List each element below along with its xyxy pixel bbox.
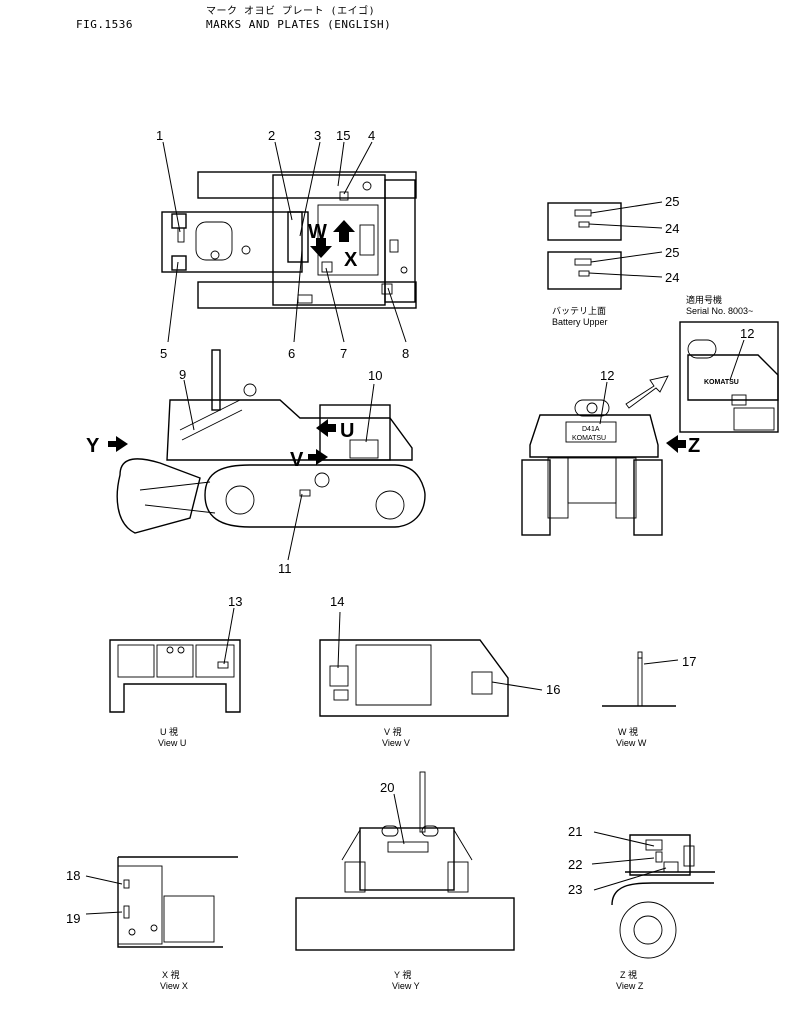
callout-25a: 25 — [665, 194, 679, 209]
view-letter-w: W — [308, 221, 327, 243]
arrow-right-icon-v — [308, 449, 328, 465]
view-letter-z: Z — [688, 435, 700, 457]
callout-12-inset: 12 — [740, 326, 754, 341]
view-z: 21 22 23 Z 視 View Z — [568, 824, 715, 991]
view-letter-y: Y — [86, 435, 100, 457]
callout-22: 22 — [568, 857, 582, 872]
view-y-jp: Y 視 — [394, 969, 411, 980]
serial-label-en: Serial No. 8003~ — [686, 306, 753, 316]
top-plan-view: W X 1 2 3 15 4 5 6 7 8 — [156, 128, 417, 361]
view-x: 18 19 X 視 View X — [66, 856, 238, 991]
view-w-en: View W — [616, 738, 647, 748]
brand-plate: KOMATSU — [572, 435, 606, 442]
callout-11: 11 — [278, 561, 292, 576]
callout-5: 5 — [160, 346, 167, 361]
arrow-right-icon-y — [108, 436, 128, 452]
view-v-en: View V — [382, 738, 410, 748]
view-u: 13 U 視 View U — [109, 594, 242, 748]
callout-15: 15 — [336, 128, 350, 143]
arrow-up-icon — [333, 220, 355, 242]
view-w: 17 W 視 View W — [602, 651, 696, 748]
view-z-en: View Z — [616, 981, 644, 991]
callout-18: 18 — [66, 868, 80, 883]
callout-10: 10 — [368, 368, 382, 383]
pointer-arrow-icon — [625, 375, 669, 409]
callout-9: 9 — [179, 367, 186, 382]
battery-upper-view: 25 24 25 24 バッテリ上面 Battery Upper — [547, 194, 679, 327]
callout-19: 19 — [66, 911, 80, 926]
battery-label-jp: バッテリ上面 — [552, 306, 606, 316]
battery-label-en: Battery Upper — [552, 317, 608, 327]
fig-label: FIG.1536 — [76, 18, 133, 31]
callout-14: 14 — [330, 594, 344, 609]
view-x-jp: X 視 — [162, 969, 180, 980]
callout-8: 8 — [402, 346, 409, 361]
callout-1: 1 — [156, 128, 163, 143]
arrow-left-icon — [666, 435, 686, 453]
callout-20: 20 — [380, 780, 394, 795]
view-v-jp: V 視 — [384, 726, 402, 737]
callout-24a: 24 — [665, 221, 679, 236]
callout-17: 17 — [682, 654, 696, 669]
callout-2: 2 — [268, 128, 275, 143]
model-plate: D41A — [582, 426, 600, 433]
view-z-jp: Z 視 — [620, 969, 637, 980]
view-letter-x: X — [344, 249, 358, 271]
callout-21: 21 — [568, 824, 582, 839]
arrow-down-icon — [310, 238, 332, 258]
serial-label-jp: 適用号機 — [686, 294, 722, 305]
callout-12-rear: 12 — [600, 368, 614, 383]
brand-plate-inset: KOMATSU — [704, 379, 739, 386]
callout-4: 4 — [368, 128, 375, 143]
view-y: 20 Y 視 View Y — [295, 771, 515, 991]
arrow-left-icon-u — [316, 419, 336, 437]
view-u-en: View U — [158, 738, 186, 748]
callout-13: 13 — [228, 594, 242, 609]
view-u-jp: U 視 — [160, 726, 178, 737]
view-x-en: View X — [160, 981, 188, 991]
view-v: 14 16 V 視 View V — [319, 594, 560, 748]
view-letter-u: U — [340, 420, 354, 442]
side-view: Y U V 9 10 11 — [86, 349, 426, 576]
rear-view: D41A KOMATSU 12 Z — [521, 368, 700, 536]
callout-6: 6 — [288, 346, 295, 361]
callout-23: 23 — [568, 882, 582, 897]
callout-24b: 24 — [665, 270, 679, 285]
callout-25b: 25 — [665, 245, 679, 260]
callout-3: 3 — [314, 128, 321, 143]
view-w-jp: W 視 — [618, 726, 638, 737]
title-kana: マーク オヨビ プレート (エイゴ) — [206, 6, 376, 17]
view-y-en: View Y — [392, 981, 420, 991]
callout-16: 16 — [546, 682, 560, 697]
title: MARKS AND PLATES (ENGLISH) — [206, 18, 392, 31]
view-letter-v: V — [290, 449, 304, 471]
serial-inset-view: 適用号機 Serial No. 8003~ KOMATSU 12 — [625, 294, 779, 433]
callout-7: 7 — [340, 346, 347, 361]
